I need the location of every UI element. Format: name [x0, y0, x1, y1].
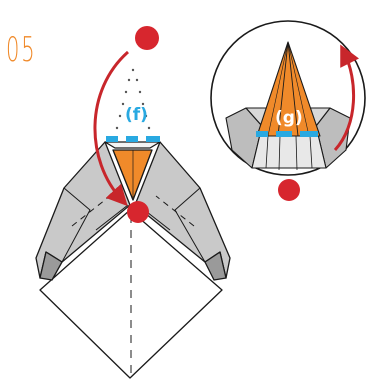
- red-dot-inset: [278, 179, 300, 201]
- main-model: [36, 142, 230, 378]
- step-number: 05: [6, 30, 37, 70]
- red-dot-top: [135, 26, 159, 50]
- label-g: (g): [275, 108, 303, 128]
- label-f: (f): [125, 105, 148, 125]
- red-dot-center: [127, 201, 149, 223]
